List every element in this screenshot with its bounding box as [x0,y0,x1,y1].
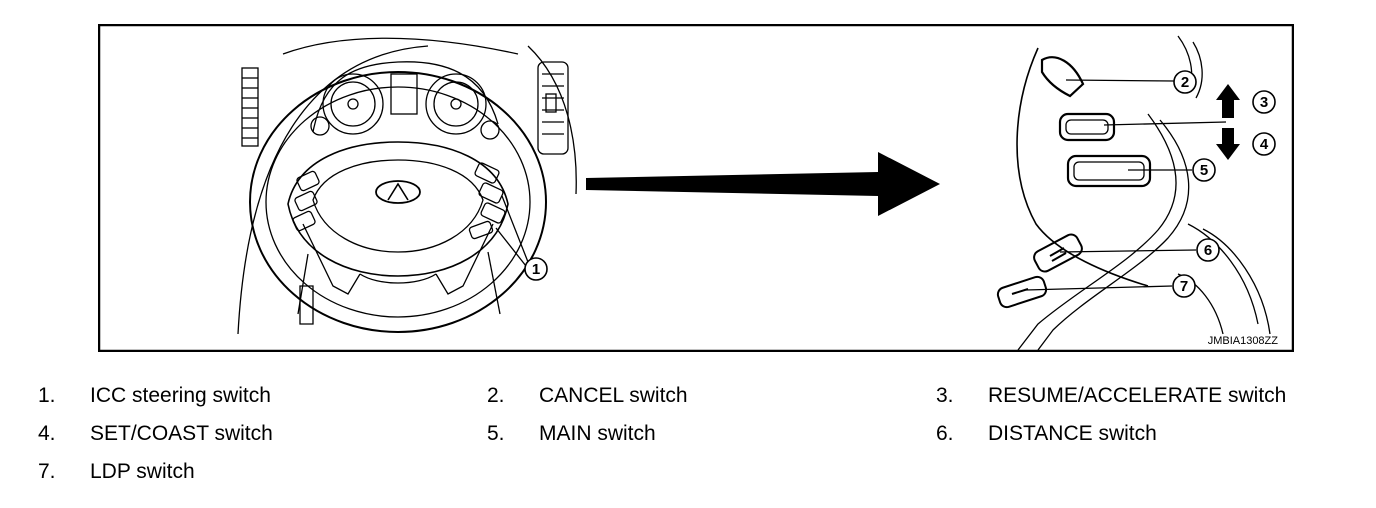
legend-number: 5. [487,422,505,445]
callout-4: 4 [1252,132,1276,156]
legend-number: 4. [38,422,56,445]
legend-number: 2. [487,384,505,407]
steering-wheel-overview [237,37,577,335]
resume-set-rocker-shape [1058,112,1116,142]
legend-number: 7. [38,460,56,483]
callout-3: 3 [1252,90,1276,114]
legend-label: RESUME/ACCELERATE switch [988,384,1287,407]
svg-text:1: 1 [532,261,540,278]
legend-label: LDP switch [90,460,195,483]
svg-text:7: 7 [1180,278,1188,295]
down-arrow-icon [1216,128,1240,160]
leader-lines [495,79,1227,291]
instrument-cluster [310,61,500,140]
legend-label: DISTANCE switch [988,422,1157,445]
ldp-switch-shape [996,275,1048,309]
switch-closeup [996,35,1271,351]
legend-label: SET/COAST switch [90,422,273,445]
up-arrow-icon [1216,84,1240,118]
svg-text:3: 3 [1260,94,1268,111]
steering-hub [287,141,509,295]
infiniti-logo [375,180,421,204]
cancel-switch-shape [1040,56,1085,98]
legend-label: ICC steering switch [90,384,271,407]
svg-text:2: 2 [1181,74,1189,91]
legend-number: 1. [38,384,56,407]
main-switch-shape [1066,154,1152,188]
steering-wheel-rim [249,71,547,333]
distance-switch-shape [1033,233,1083,273]
figure-code: JMBIA1308ZZ [1208,335,1279,347]
steering-switch-diagram: 1 2 3 4 5 6 7 JMBIA1308ZZ [98,24,1294,352]
svg-text:6: 6 [1204,242,1212,259]
callout-5: 5 [1192,158,1216,182]
left-vent [241,67,259,147]
legend-number: 6. [936,422,954,445]
legend-label: CANCEL switch [539,384,688,407]
callout-7: 7 [1172,274,1196,298]
callout-1: 1 [524,257,548,281]
direction-arrow [586,152,940,216]
legend-label: MAIN switch [539,422,656,445]
left-switch-cluster [292,170,320,232]
legend-number: 3. [936,384,954,407]
callout-2: 2 [1173,70,1197,94]
svg-text:4: 4 [1260,136,1269,153]
svg-text:5: 5 [1200,162,1208,179]
icc-switch-cluster-overview [468,162,506,240]
right-vent [537,61,569,155]
callout-6: 6 [1196,238,1220,262]
